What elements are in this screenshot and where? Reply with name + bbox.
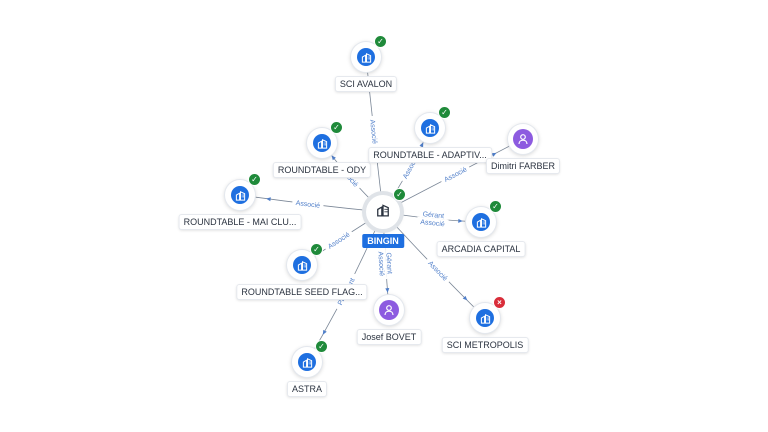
- node-roundtable-mai-label[interactable]: ROUNDTABLE - MAI CLU...: [179, 215, 301, 229]
- cross-badge-icon: ×: [493, 296, 506, 309]
- edge-label-arcadia_capital: Associé: [420, 219, 445, 228]
- edge-label-group: Associé: [376, 247, 388, 280]
- node-roundtable-mai-circle[interactable]: ✓: [225, 173, 261, 210]
- node-center-bingin-circle[interactable]: ✓: [366, 188, 406, 229]
- node-sci-avalon-label[interactable]: SCI AVALON: [335, 77, 397, 91]
- edge-label-group: Associé: [323, 227, 354, 252]
- edge-arrow-icon: [331, 155, 336, 161]
- node-arcadia-capital-circle[interactable]: ✓: [466, 200, 502, 237]
- edge-label-group: Associé: [439, 163, 471, 185]
- person-icon: [379, 300, 399, 320]
- node-josef-bovet-circle[interactable]: [374, 295, 404, 325]
- node-roundtable-seed-circle[interactable]: ✓: [287, 243, 323, 280]
- edge-label-bg: [368, 115, 381, 148]
- node-roundtable-adaptiv-circle[interactable]: ✓: [415, 106, 451, 143]
- building-icon: [298, 353, 316, 371]
- edge-label-arcadia_capital: Gérant: [422, 211, 444, 220]
- building-icon: [421, 119, 439, 137]
- edge-label-bg: [291, 197, 324, 210]
- check-badge-icon: ✓: [310, 243, 323, 256]
- edge-label-josef_bovet: Associé: [376, 251, 385, 276]
- edge-label-group: Associé: [416, 216, 449, 228]
- check-badge-icon: ✓: [330, 121, 343, 134]
- building-icon: [476, 309, 494, 327]
- building-icon: [293, 256, 311, 274]
- edge-label-bg: [416, 216, 449, 228]
- node-arcadia-capital-label[interactable]: ARCADIA CAPITAL: [437, 242, 525, 256]
- building-icon: [357, 48, 375, 66]
- node-astra-label[interactable]: ASTRA: [287, 382, 327, 396]
- building-icon: [313, 134, 331, 152]
- edge-label-group: Gérant: [419, 208, 448, 220]
- node-roundtable-ody-label[interactable]: ROUNDTABLE - ODY: [273, 163, 371, 177]
- check-badge-icon: ✓: [248, 173, 261, 186]
- edge-label-bg: [385, 249, 395, 278]
- edge-label-bg: [439, 163, 471, 185]
- edge-label-bg: [323, 227, 354, 252]
- edge-label-roundtable_mai: Associé: [295, 200, 320, 210]
- edge-label-group: Associé: [291, 197, 324, 210]
- edge-label-bg: [377, 247, 388, 280]
- edge-label-group: Associé: [368, 115, 381, 148]
- check-badge-icon: ✓: [438, 106, 451, 119]
- edge-arrow-icon: [462, 295, 468, 301]
- edge-label-sci_avalon: Associé: [368, 119, 378, 144]
- edge-arrow-icon: [322, 329, 327, 335]
- check-badge-icon: ✓: [374, 35, 387, 48]
- check-badge-icon: ✓: [393, 188, 406, 201]
- edge-arrow-icon: [458, 218, 463, 223]
- edge-arrow-icon: [491, 152, 497, 157]
- check-badge-icon: ✓: [315, 340, 328, 353]
- check-badge-icon: ✓: [489, 200, 502, 213]
- node-sci-avalon-circle[interactable]: ✓: [351, 35, 387, 72]
- node-josef-bovet-label[interactable]: Josef BOVET: [357, 330, 421, 344]
- building-icon: [472, 213, 490, 231]
- person-icon: [513, 129, 533, 149]
- node-astra-circle[interactable]: ✓: [292, 340, 328, 377]
- edge-arrow-icon: [266, 197, 271, 202]
- edge-label-group: Gérant: [384, 249, 395, 278]
- edge-arrow-icon: [385, 288, 390, 293]
- edge-label-josef_bovet: Gérant: [384, 252, 392, 274]
- building-icon: [376, 203, 390, 222]
- node-sci-metropolis-circle[interactable]: ×: [470, 296, 506, 333]
- building-icon: [231, 186, 249, 204]
- edge-label-bg: [424, 256, 453, 285]
- node-roundtable-ody-circle[interactable]: ✓: [307, 121, 343, 158]
- node-roundtable-adaptiv-label[interactable]: ROUNDTABLE - ADAPTIV...: [369, 148, 491, 162]
- edge-arrow-icon: [419, 142, 424, 148]
- edge-label-bg: [419, 208, 448, 220]
- node-sci-metropolis-label[interactable]: SCI METROPOLIS: [442, 338, 528, 352]
- edge-label-group: Associé: [424, 256, 453, 285]
- node-dimitri-farber-circle[interactable]: [508, 124, 538, 154]
- node-dimitri-farber-label[interactable]: Dimitri FARBER: [486, 159, 560, 173]
- node-roundtable-seed-label[interactable]: ROUNDTABLE SEED FLAG...: [237, 285, 367, 299]
- node-center-bingin-label[interactable]: BINGIN: [362, 234, 404, 248]
